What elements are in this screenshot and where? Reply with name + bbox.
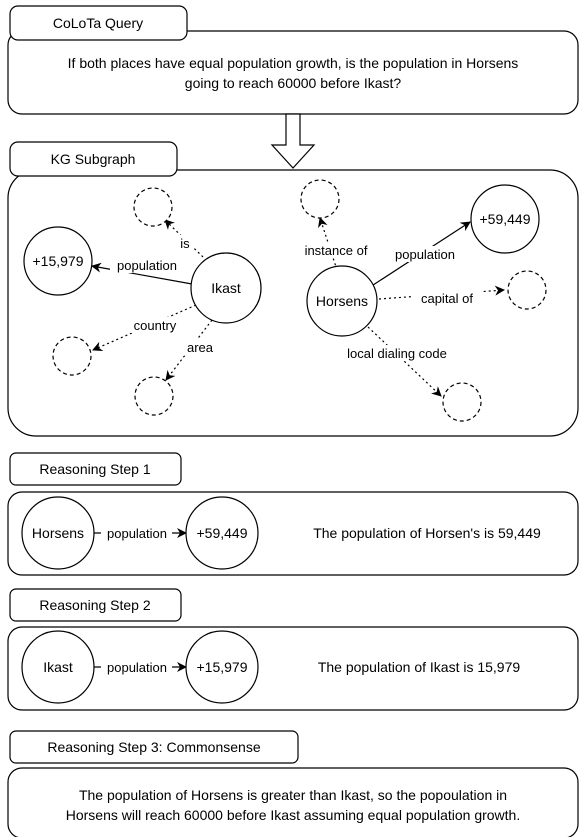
- label-horsens-population: population: [395, 247, 455, 262]
- label-ikast-country: country: [134, 318, 177, 333]
- step3-box: [7, 767, 579, 837]
- edge-horsens-capital: [378, 285, 505, 300]
- step3-line-2: Horsens will reach 60000 before Ikast as…: [66, 807, 521, 823]
- node-horsens-dialing-empty: [442, 382, 482, 422]
- step1-subject: Horsens: [32, 525, 84, 541]
- label-ikast-is: is: [180, 236, 190, 251]
- node-horsens-value-label: +59,449: [480, 211, 531, 227]
- node-horsens-instance-empty: [300, 179, 340, 219]
- step3-line-1: The population of Horsens is greater tha…: [79, 787, 507, 803]
- node-ikast-value-label: +15,979: [33, 253, 84, 269]
- step1-label-box: [9, 452, 182, 486]
- edge-horsens-instance: [318, 217, 338, 271]
- step3-label-box: [9, 730, 299, 764]
- query-line-2: going to reach 60000 before Ikast?: [185, 75, 402, 91]
- query-label: CoLoTa Query: [53, 15, 143, 31]
- step1-box: [7, 491, 579, 576]
- step2-relation: population: [107, 660, 167, 675]
- node-horsens-value: [470, 184, 540, 254]
- step1-object-node: [185, 496, 259, 570]
- query-label-box: [9, 5, 188, 41]
- label-horsens-instance: instance of: [305, 243, 368, 258]
- node-ikast: [190, 252, 262, 324]
- step2-subject: Ikast: [43, 659, 73, 675]
- node-ikast-area-empty: [134, 376, 174, 416]
- label-ikast-area: area: [187, 340, 214, 355]
- kg-label-box: [9, 141, 178, 177]
- kg-box: [7, 169, 579, 437]
- label-ikast-population: population: [117, 258, 177, 273]
- step1-subject-node: [21, 496, 95, 570]
- node-ikast-country-empty: [52, 336, 92, 376]
- edge-ikast-population: [91, 262, 193, 285]
- node-horsens-capital-empty: [507, 270, 547, 310]
- step2-object-node: [185, 630, 259, 704]
- step2-text: The population of Ikast is 15,979: [318, 659, 521, 675]
- edge-horsens-dialing: [367, 326, 442, 397]
- step1-relation: population: [107, 526, 167, 541]
- node-ikast-label: Ikast: [211, 280, 241, 296]
- step2-label: Reasoning Step 2: [39, 597, 151, 613]
- flow-down-arrow: [270, 113, 316, 169]
- query-line-1: If both places have equal population gro…: [68, 55, 519, 71]
- query-box: [7, 30, 579, 115]
- label-horsens-capital: capital of: [421, 291, 473, 306]
- node-ikast-value: [23, 226, 93, 296]
- step3-label: Reasoning Step 3: Commonsense: [47, 739, 260, 755]
- step2-subject-node: [21, 630, 95, 704]
- label-horsens-dialing: local dialing code: [347, 346, 447, 361]
- step2-label-box: [9, 588, 182, 622]
- step1-label: Reasoning Step 1: [39, 461, 151, 477]
- step1-object: +59,449: [197, 525, 248, 541]
- kg-label: KG Subgraph: [51, 151, 136, 167]
- step1-text: The population of Horsen's is 59,449: [313, 525, 541, 541]
- step2-box: [7, 626, 579, 711]
- node-ikast-is-empty: [133, 187, 173, 227]
- step2-object: +15,979: [197, 659, 248, 675]
- node-horsens: [306, 265, 378, 337]
- node-horsens-label: Horsens: [316, 293, 368, 309]
